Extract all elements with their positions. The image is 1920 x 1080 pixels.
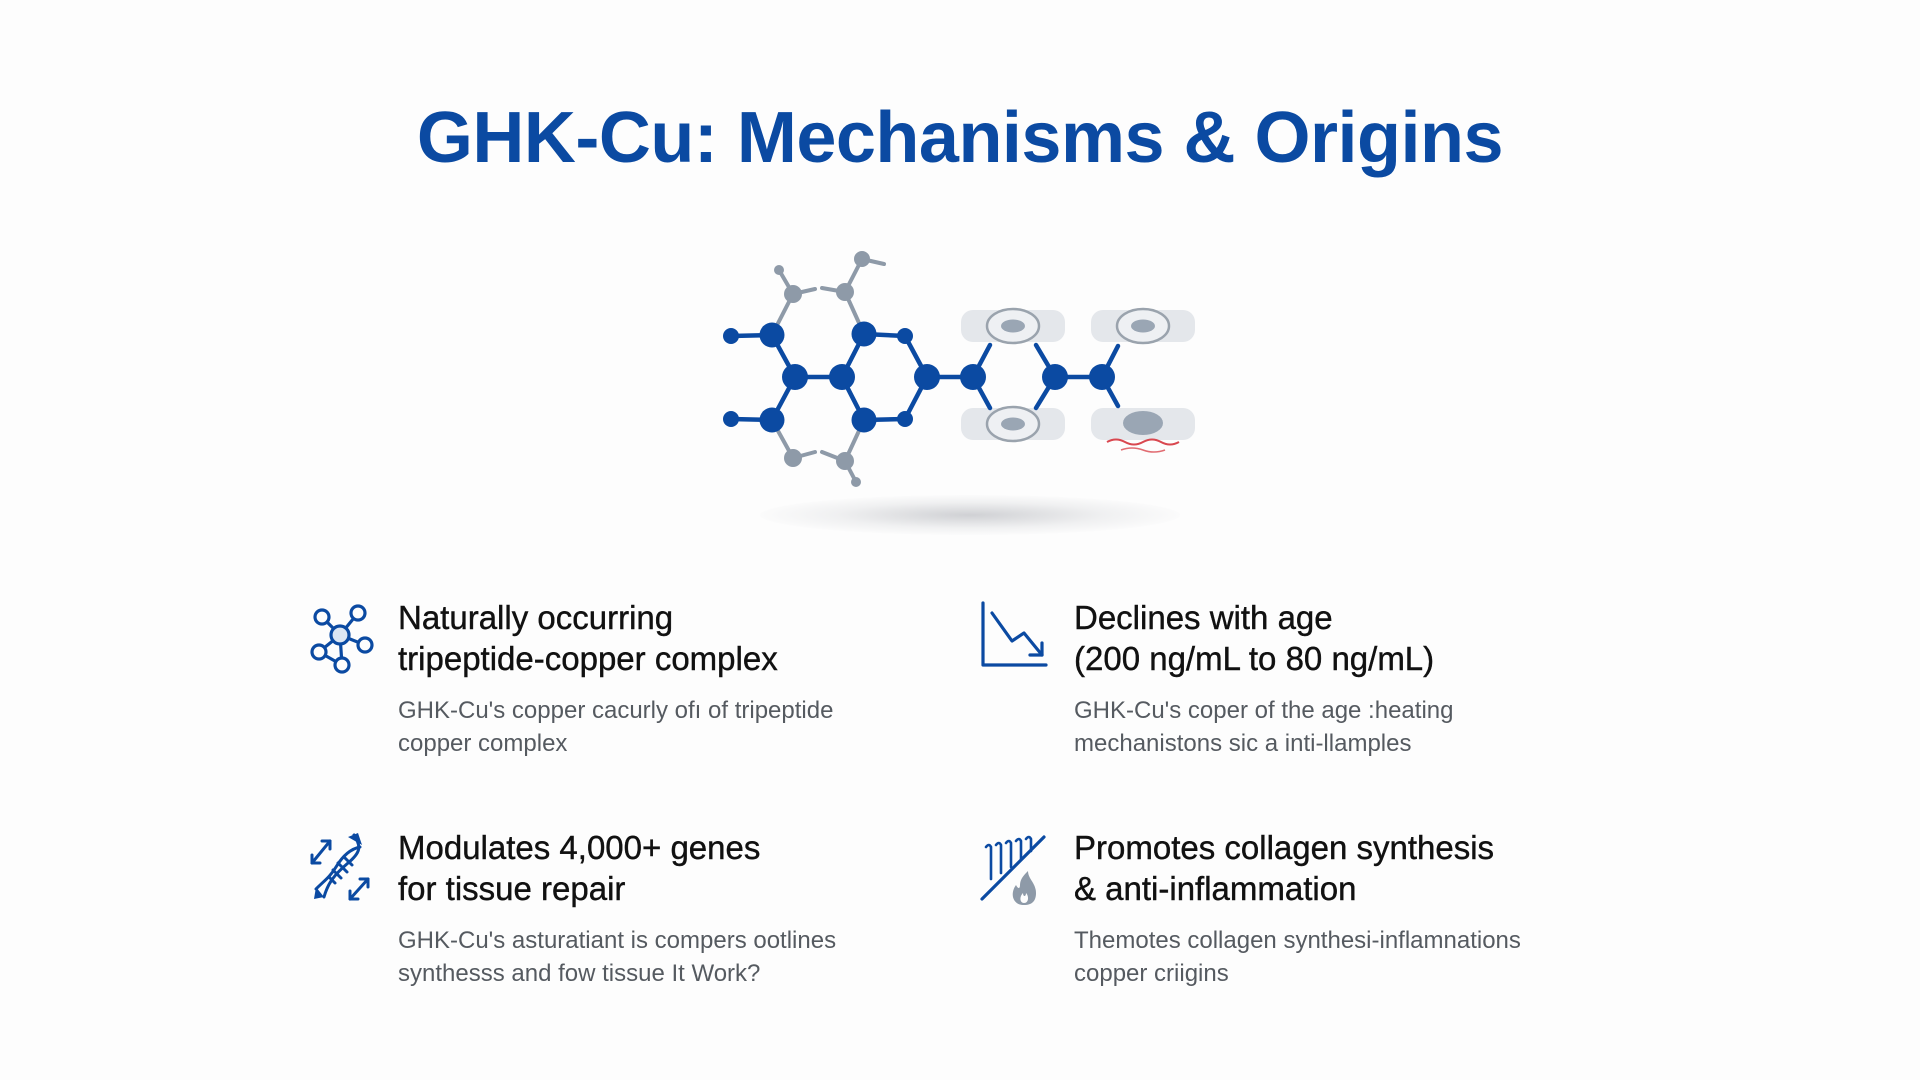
heading-line-1: Promotes collagen synthesis	[1074, 829, 1495, 866]
molecule-illustration	[700, 240, 1220, 540]
body-line-1: GHK-Cu's copper cacurly ofı of tripeptid…	[398, 697, 834, 724]
feature-heading: Promotes collagen synthesis & anti-infla…	[1074, 827, 1634, 909]
body-line-1: GHK-Cu's coper of the age :heating	[1074, 697, 1454, 724]
feature-body: GHK-Cu's copper cacurly ofı of tripeptid…	[398, 694, 958, 760]
body-line-1: GHK-Cu's asturatiant is compers ootlines	[398, 927, 837, 954]
heading-line-2: tripeptide-copper complex	[398, 640, 778, 677]
illustration-shadow	[760, 495, 1180, 535]
molecule-diagram-icon	[723, 251, 1195, 487]
molecule-network-icon	[302, 597, 378, 677]
heading-line-2: & anti-inflammation	[1074, 870, 1357, 907]
body-line-1: Themotes collagen synthesi-inflamnations	[1074, 927, 1521, 954]
heading-line-2: (200 ng/mL to 80 ng/mL)	[1074, 640, 1435, 677]
collagen-flame-icon	[978, 827, 1054, 907]
body-line-2: copper criigins	[1074, 960, 1229, 987]
heading-line-1: Naturally occurring	[398, 599, 674, 636]
body-line-2: copper complex	[398, 730, 568, 757]
body-line-2: mechanistons sic a inti-llamples	[1074, 730, 1412, 757]
cell-icon	[961, 307, 1065, 345]
declining-chart-icon	[978, 597, 1054, 677]
feature-body: GHK-Cu's asturatiant is compers ootlines…	[398, 924, 958, 990]
feature-heading: Declines with age (200 ng/mL to 80 ng/mL…	[1074, 597, 1634, 679]
heading-line-1: Modulates 4,000+ genes	[398, 829, 761, 866]
dna-arrows-icon	[302, 827, 378, 907]
feature-body: GHK-Cu's coper of the age :heating mecha…	[1074, 694, 1634, 760]
heading-line-2: for tissue repair	[398, 870, 626, 907]
cell-icon	[961, 405, 1065, 443]
feature-heading: Naturally occurring tripeptide-copper co…	[398, 597, 958, 679]
page-title: GHK-Cu: Mechanisms & Origins	[416, 98, 1504, 178]
cell-icon	[1091, 307, 1195, 345]
feature-heading: Modulates 4,000+ genes for tissue repair	[398, 827, 958, 909]
feature-body: Themotes collagen synthesi-inflamnations…	[1074, 924, 1634, 990]
heading-line-1: Declines with age	[1074, 599, 1333, 636]
body-line-2: synthesss and fow tissue It Work?	[398, 960, 761, 987]
inflamed-cell-icon	[1091, 408, 1195, 453]
